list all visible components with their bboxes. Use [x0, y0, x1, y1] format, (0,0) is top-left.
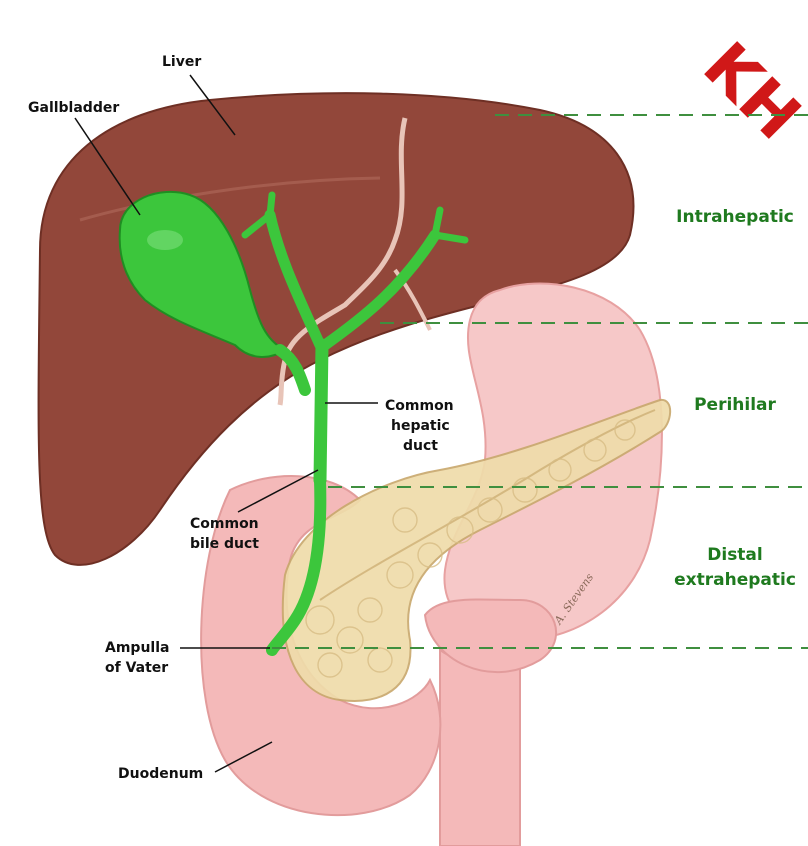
label-gallbladder: Gallbladder — [28, 100, 119, 116]
label-duodenum: Duodenum — [118, 766, 203, 782]
level-label-perihilar: Perihilar — [694, 395, 776, 415]
label-common-hepatic-1: Common — [385, 398, 454, 414]
stomach-illustration — [425, 283, 662, 846]
label-common-hepatic-2: hepatic — [391, 418, 450, 434]
level-label-distal-1: Distal — [707, 545, 762, 565]
label-common-hepatic-3: duct — [403, 438, 438, 454]
watermark: KH — [689, 29, 808, 154]
label-ampulla-1: Ampulla — [105, 640, 169, 656]
label-common-bile-1: Common — [190, 516, 259, 532]
level-label-intrahepatic: Intrahepatic — [676, 207, 794, 227]
label-liver: Liver — [162, 54, 201, 70]
label-ampulla-2: of Vater — [105, 660, 168, 676]
label-common-bile-2: bile duct — [190, 536, 259, 552]
level-label-distal-2: extrahepatic — [674, 570, 796, 590]
